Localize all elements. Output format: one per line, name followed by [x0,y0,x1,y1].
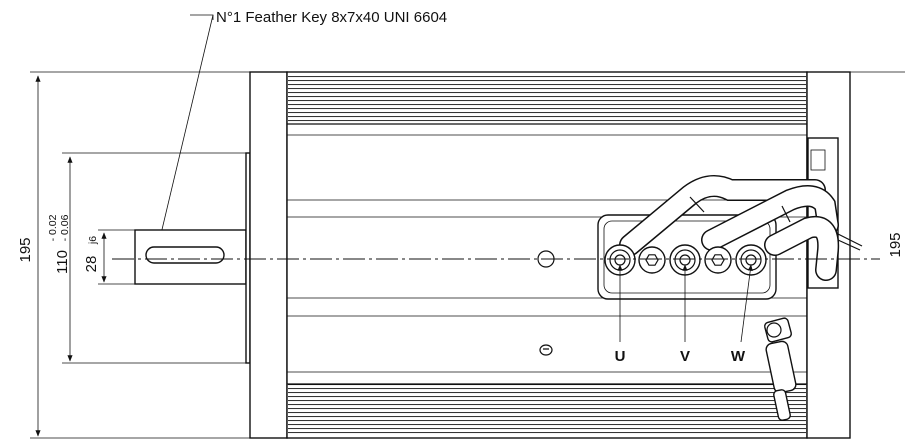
right-height-dimension: 195 [850,71,905,258]
flange-tol-lower: - 0.06 [59,214,71,241]
flange-diameter-label: 110 [54,250,71,274]
flange-diameter-dimension: 110 - 0.02 - 0.06 [47,152,246,364]
shaft-diameter-dimension: 28 j6 [83,229,135,285]
phase-w-label: W [731,348,746,365]
overall-height-label: 195 [17,237,34,262]
power-cables [619,175,863,281]
cooling-fins-bottom [288,384,806,436]
hex-socket-icon [645,254,659,266]
terminal-w [735,244,767,276]
phase-w: W [731,264,753,365]
phase-u: U [615,264,626,365]
phase-v: V [680,264,690,365]
front-flange [249,71,288,439]
lifting-hole [539,344,553,356]
overall-height-dimension: 195 [17,71,250,439]
hex-socket-1 [638,246,666,274]
hex-socket-2 [704,246,732,274]
cable-gland-icon [764,317,797,421]
shaft-diameter-label: 28 [83,256,100,273]
feather-key-callout: N°1 Feather Key 8x7x40 UNI 6604 [158,9,447,239]
phase-u-label: U [615,348,626,365]
phase-v-label: V [680,348,690,365]
hex-socket-icon [711,254,725,266]
callout-text: N°1 Feather Key 8x7x40 UNI 6604 [216,9,447,26]
flange-tol-upper: - 0.02 [47,214,59,241]
motor-shaft [134,152,251,364]
cooling-fins-top [288,74,806,124]
right-height-label: 195 [887,232,904,257]
shaft-fit-label: j6 [87,236,99,245]
feather-key-slot [145,246,225,264]
